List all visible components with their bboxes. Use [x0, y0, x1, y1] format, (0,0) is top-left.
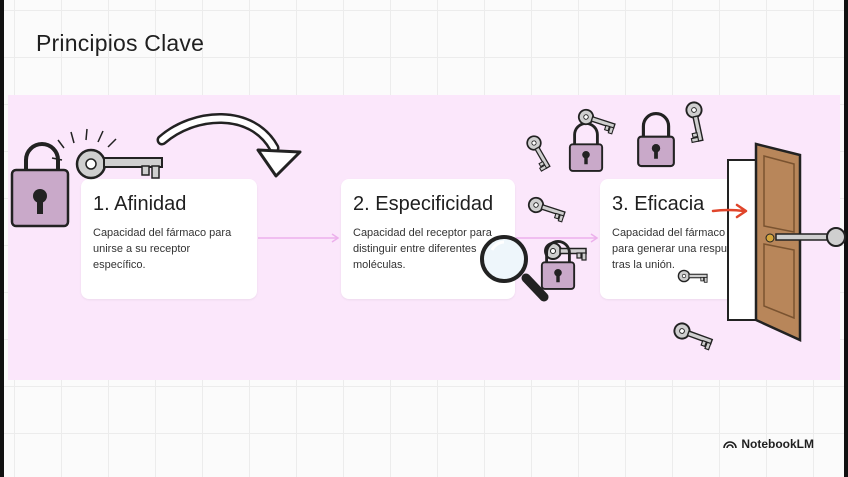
card-description: Capacidad del fármaco para generar una r…	[612, 227, 748, 271]
principle-card-specificity: 2. Especificidad Capacidad del receptor …	[341, 179, 515, 299]
brand-name: NotebookLM	[741, 437, 814, 451]
card-title: 2. Especificidad	[353, 193, 494, 215]
notebooklm-brand: NotebookLM	[723, 437, 814, 451]
principle-card-efficacy: 3. Eficacia Capacidad del fármaco para g…	[600, 179, 760, 299]
notebooklm-logo-icon	[723, 441, 738, 449]
card-description: Capacidad del fármaco para unirse a su r…	[93, 227, 232, 271]
card-title: 3. Eficacia	[612, 193, 705, 215]
slide-title: Principios Clave	[36, 30, 205, 56]
principle-card-affinity: 1. Afinidad Capacidad del fármaco para u…	[81, 179, 257, 299]
card-title: 1. Afinidad	[93, 193, 187, 215]
card-description: Capacidad del receptor para distinguir e…	[353, 227, 492, 271]
